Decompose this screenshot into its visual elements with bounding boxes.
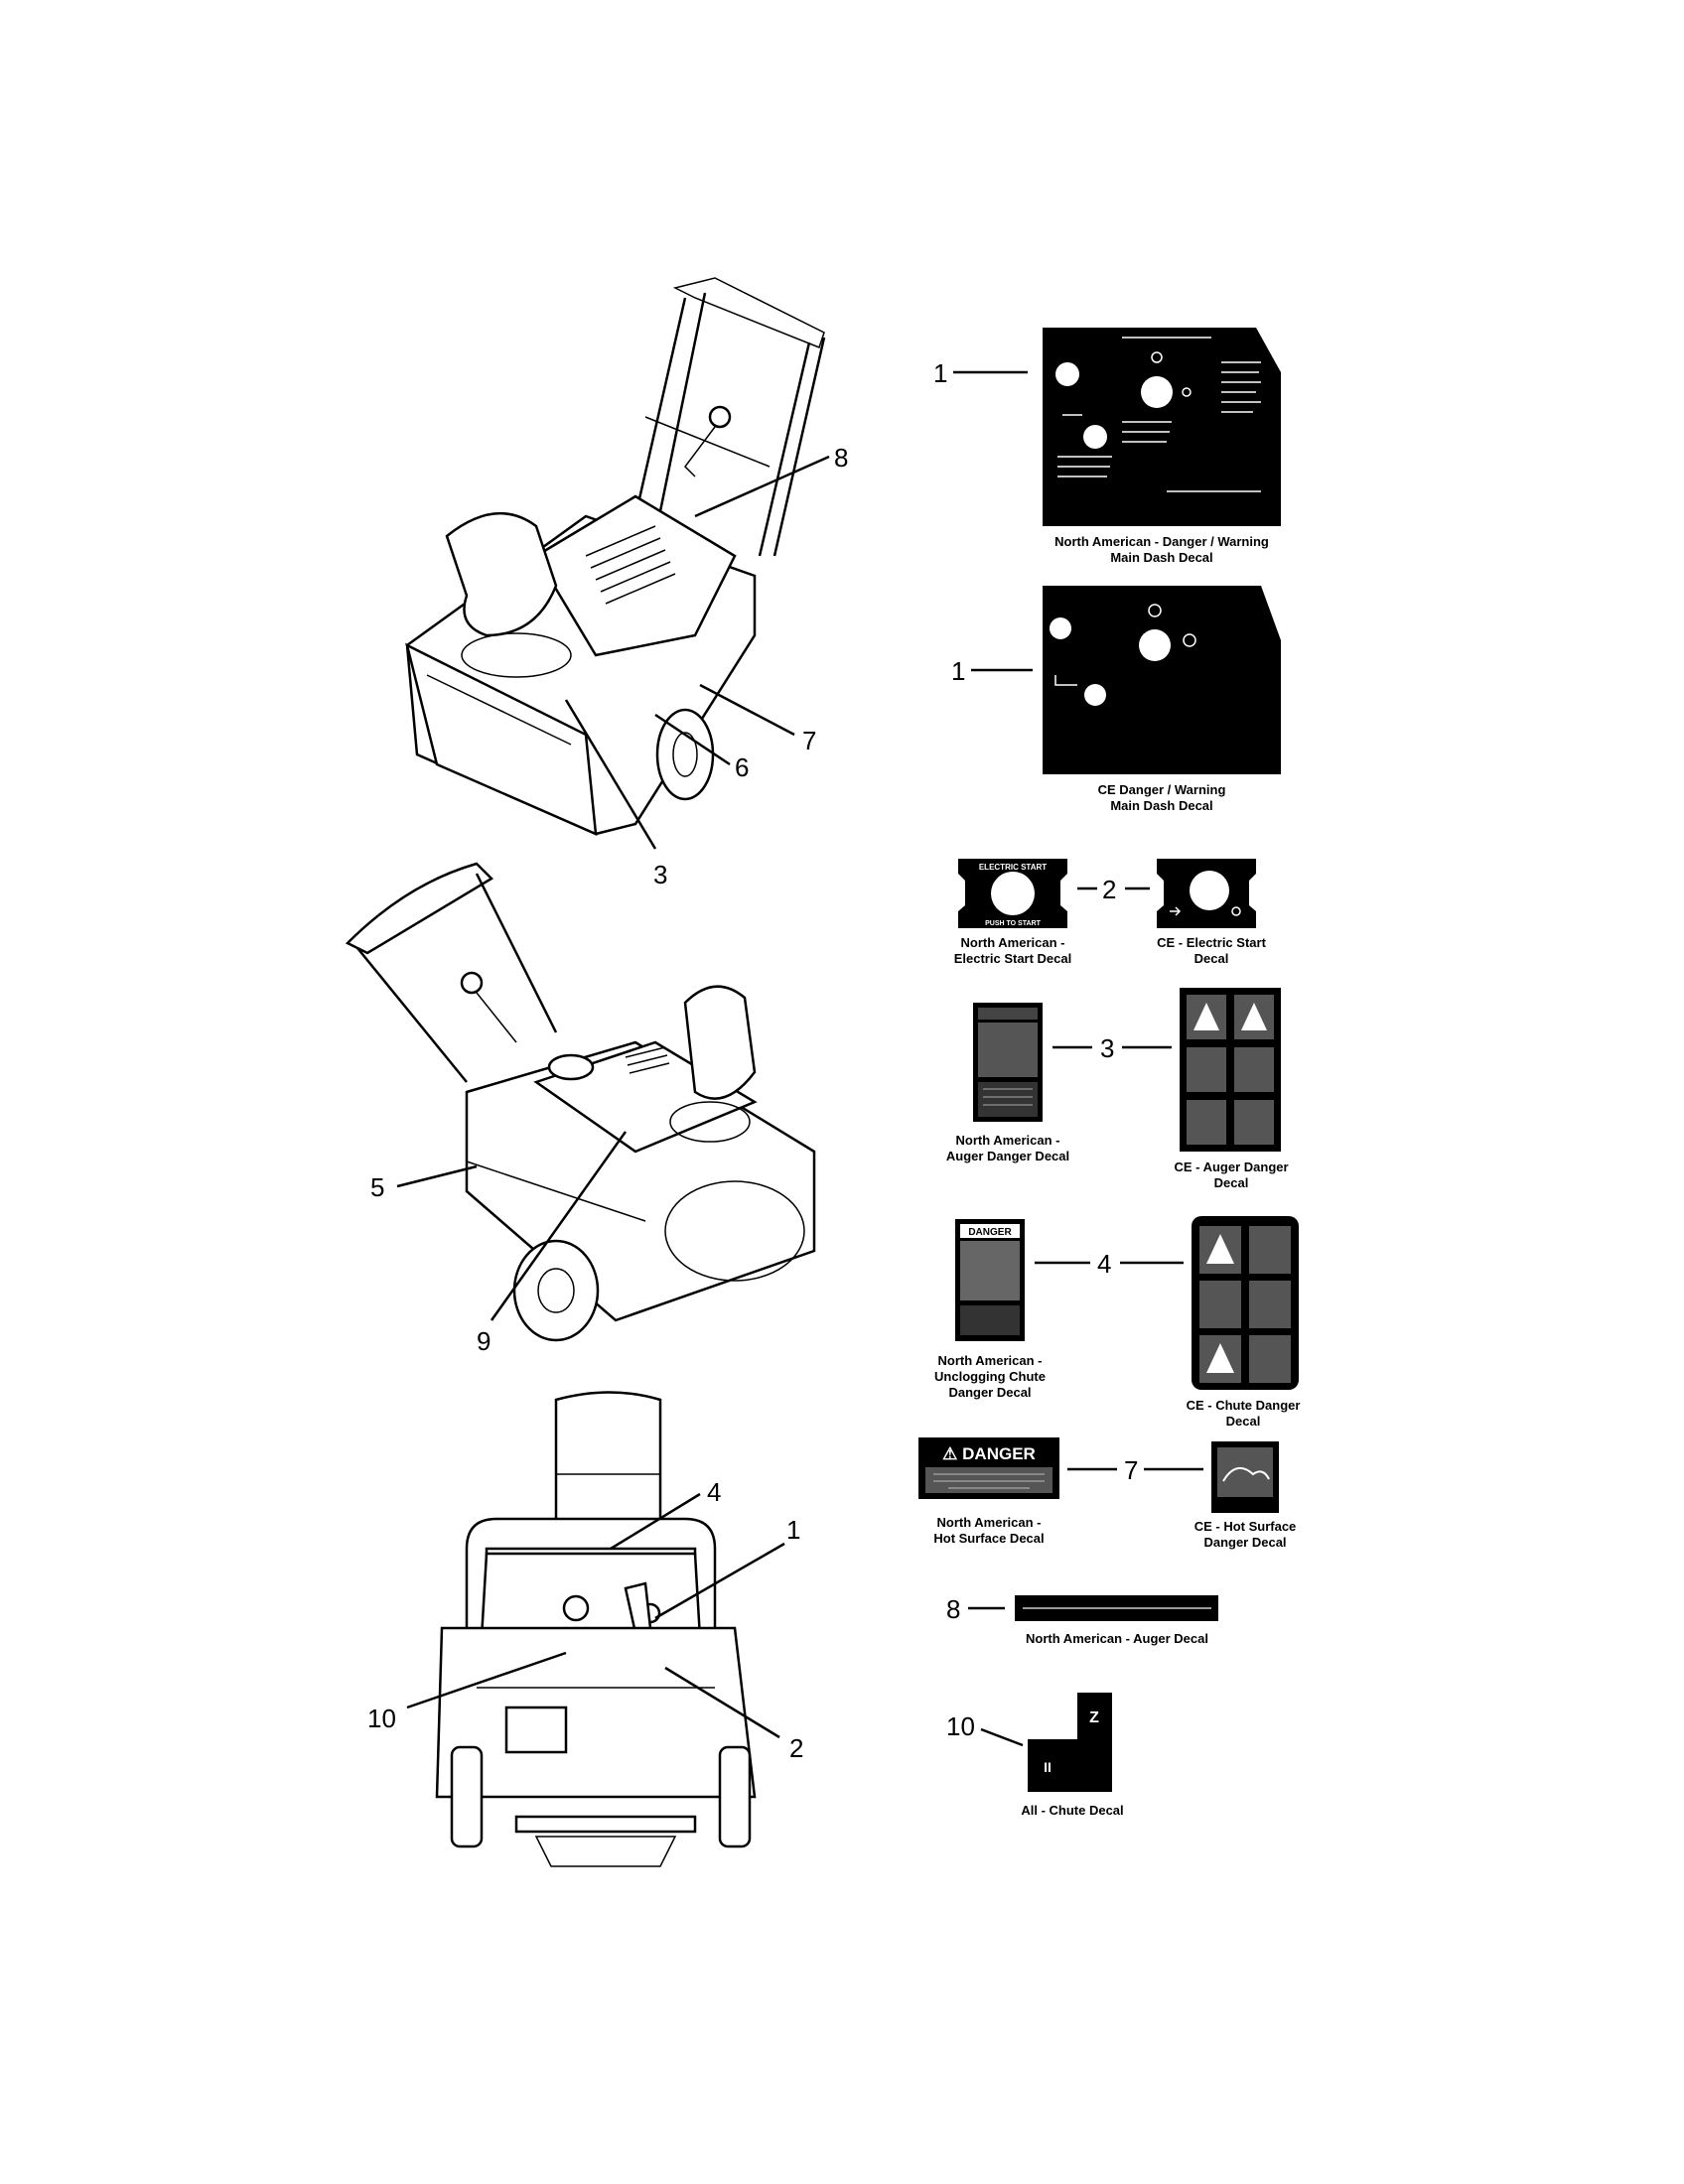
all-chute-decal: Z II	[1028, 1693, 1112, 1792]
na-chute-danger-caption-2: Unclogging Chute	[934, 1369, 1046, 1384]
callout-10-rear: 10	[367, 1704, 396, 1733]
callout-10-decal: 10	[946, 1711, 975, 1741]
callout-4-rear: 4	[707, 1477, 721, 1507]
ce-hot-surface-caption-1: CE - Hot Surface	[1194, 1519, 1297, 1534]
na-chute-danger-caption-3: Danger Decal	[948, 1385, 1031, 1400]
na-hot-surface-decal: ⚠ DANGER	[918, 1437, 1059, 1499]
na-electric-start-caption-2: Electric Start Decal	[954, 951, 1072, 966]
all-chute-caption: All - Chute Decal	[1021, 1803, 1123, 1818]
svg-text:ELECTRIC START: ELECTRIC START	[979, 863, 1047, 872]
callout-3-decal: 3	[1100, 1033, 1114, 1063]
ce-chute-danger-caption-1: CE - Chute Danger	[1187, 1398, 1301, 1413]
na-auger-danger-caption-2: Auger Danger Decal	[946, 1149, 1069, 1163]
callout-1-na-dash: 1	[933, 358, 947, 388]
na-auger-caption: North American - Auger Decal	[1026, 1631, 1208, 1646]
svg-text:II: II	[1044, 1759, 1052, 1775]
callout-9: 9	[477, 1326, 491, 1356]
callout-1-rear: 1	[786, 1515, 800, 1545]
svg-text:DANGER: DANGER	[968, 1227, 1012, 1238]
na-electric-start-decal: ELECTRIC START PUSH TO START	[958, 859, 1067, 928]
ce-chute-danger-decal	[1192, 1216, 1299, 1390]
ce-auger-danger-decal	[1180, 988, 1281, 1152]
na-hot-surface-caption-2: Hot Surface Decal	[933, 1531, 1044, 1546]
ce-chute-danger-caption-2: Decal	[1226, 1414, 1261, 1429]
na-electric-start-caption-1: North American -	[961, 935, 1065, 950]
na-main-dash-caption-2: Main Dash Decal	[1110, 550, 1212, 565]
callout-4-decal: 4	[1097, 1249, 1111, 1279]
svg-text:PUSH TO START: PUSH TO START	[985, 920, 1041, 927]
svg-text:Z: Z	[1089, 1709, 1099, 1726]
na-auger-decal	[1015, 1595, 1218, 1621]
callout-3-top: 3	[653, 860, 667, 889]
ce-hot-surface-decal	[1211, 1441, 1279, 1513]
callout-7-top: 7	[802, 726, 816, 755]
callout-5: 5	[370, 1172, 384, 1202]
callout-8-top: 8	[834, 443, 848, 473]
na-chute-danger-decal: DANGER	[955, 1219, 1025, 1341]
na-auger-danger-caption-1: North American -	[956, 1133, 1060, 1148]
ce-auger-danger-caption-1: CE - Auger Danger	[1174, 1160, 1288, 1174]
callout-6: 6	[735, 752, 749, 782]
ce-main-dash-caption-1: CE Danger / Warning	[1098, 782, 1226, 797]
ce-main-dash-decal	[1043, 586, 1281, 774]
callout-2-decal: 2	[1102, 875, 1116, 904]
na-hot-surface-caption-1: North American -	[937, 1515, 1042, 1530]
ce-electric-start-caption-2: Decal	[1194, 951, 1229, 966]
na-auger-danger-decal	[973, 1003, 1043, 1122]
ce-electric-start-caption-1: CE - Electric Start	[1157, 935, 1266, 950]
callout-2-rear: 2	[789, 1733, 803, 1763]
na-main-dash-decal	[1043, 328, 1281, 526]
snowthrower-rear-view	[435, 1391, 757, 1867]
snowthrower-front-view	[405, 277, 826, 837]
na-main-dash-caption-1: North American - Danger / Warning	[1054, 534, 1269, 549]
ce-hot-surface-caption-2: Danger Decal	[1203, 1535, 1286, 1550]
callout-7-decal: 7	[1124, 1455, 1138, 1485]
ce-main-dash-caption-2: Main Dash Decal	[1110, 798, 1212, 813]
ce-electric-start-decal	[1157, 859, 1256, 928]
callout-8-decal: 8	[946, 1594, 960, 1624]
callout-1-ce-dash: 1	[951, 656, 965, 686]
na-chute-danger-caption-1: North American -	[938, 1353, 1043, 1368]
snowthrower-side-view	[345, 862, 816, 1342]
svg-text:⚠ DANGER: ⚠ DANGER	[942, 1444, 1036, 1463]
ce-auger-danger-caption-2: Decal	[1214, 1175, 1249, 1190]
